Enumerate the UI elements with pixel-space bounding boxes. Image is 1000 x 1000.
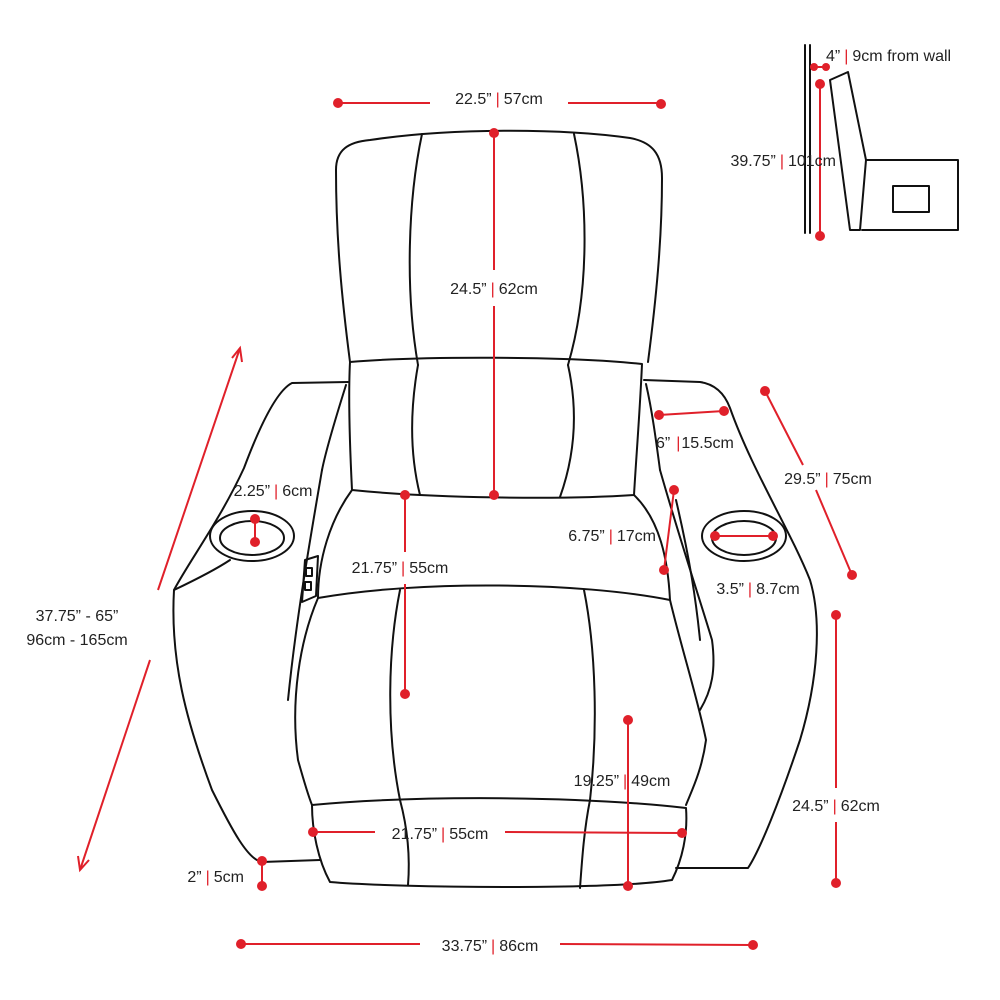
dim-dot xyxy=(815,231,825,241)
dim-dot xyxy=(308,827,318,837)
dim-dot xyxy=(654,410,664,420)
right-arm-front2 xyxy=(675,499,701,641)
left-cupholder-outer xyxy=(209,510,295,562)
dim-line-armrest-top-width xyxy=(658,410,725,416)
seat-cushion xyxy=(317,489,671,601)
seat-seam-right xyxy=(583,589,596,801)
label-seat-height: 19.25”|49cm xyxy=(574,773,671,790)
right-arm-front xyxy=(659,469,715,711)
label-armrest-gap: 6.75”|17cm xyxy=(568,528,656,545)
left-arm-inner xyxy=(321,384,347,471)
dim-line-arm-length-bottom xyxy=(815,489,853,576)
dim-dot xyxy=(831,878,841,888)
dim-dot xyxy=(250,537,260,547)
left-arm xyxy=(172,381,349,863)
dim-arrowhead-bottom xyxy=(77,855,90,873)
dim-line-overall-depth-top xyxy=(157,347,241,591)
seat-seam-left xyxy=(389,589,401,801)
label-side-height: 39.75”|101cm xyxy=(730,153,836,170)
label-overall-width: 33.75”|86cm xyxy=(442,938,539,955)
control-button-2 xyxy=(304,581,312,591)
footrest-seam-left xyxy=(399,799,410,886)
seat-front-right xyxy=(669,599,707,806)
label-arm-length: 29.5”|75cm xyxy=(784,471,872,488)
footrest-seam-right xyxy=(579,799,591,889)
footrest xyxy=(311,797,688,888)
dim-dot xyxy=(257,881,267,891)
label-seat-depth: 21.75”|55cm xyxy=(352,560,449,577)
dim-dot xyxy=(489,490,499,500)
dim-dot xyxy=(677,828,687,838)
dim-dot xyxy=(822,63,830,71)
dim-line-seat-width-right xyxy=(504,831,683,834)
right-cupholder-inner xyxy=(711,520,777,556)
label-arm-height: 24.5”|62cm xyxy=(792,798,880,815)
label-overall-depth-metric: 96cm - 165cm xyxy=(26,632,127,649)
dim-dot xyxy=(847,570,857,580)
dim-dot xyxy=(748,940,758,950)
dim-dot xyxy=(659,565,669,575)
dim-dot xyxy=(719,406,729,416)
side-profile xyxy=(804,44,959,234)
dim-dot xyxy=(768,531,778,541)
label-seat-width: 21.75”|55cm xyxy=(392,826,489,843)
dim-dot xyxy=(400,689,410,699)
dim-dot xyxy=(400,490,410,500)
dim-dot xyxy=(710,531,720,541)
label-floor-clearance: 2”|5cm xyxy=(187,869,244,886)
profile-seat xyxy=(861,159,959,231)
recliner-outline xyxy=(172,129,818,889)
seat-front xyxy=(294,597,319,806)
dim-dot xyxy=(669,485,679,495)
dim-dot xyxy=(623,715,633,725)
right-arm xyxy=(643,379,818,869)
right-cupholder-outer xyxy=(701,510,787,562)
backrest-seam-right xyxy=(559,364,575,498)
dim-dot xyxy=(623,881,633,891)
dim-line-arm-length-top xyxy=(764,390,804,466)
dim-dot xyxy=(810,63,818,71)
dim-line-armrest-gap xyxy=(663,489,675,571)
dim-arrowhead-top xyxy=(231,345,243,363)
dim-line-overall-depth-bottom xyxy=(79,659,151,871)
left-arm-side xyxy=(173,559,231,591)
dim-dot xyxy=(656,99,666,109)
dim-dot xyxy=(250,514,260,524)
dim-line-overall-width-right xyxy=(559,943,754,946)
headrest-seam-left xyxy=(408,133,423,366)
label-headrest-width: 22.5”|57cm xyxy=(455,91,543,108)
dim-dot xyxy=(831,610,841,620)
dimension-labels: 22.5”|57cm 24.5”|62cm 4”|9cm from wall 3… xyxy=(26,48,951,955)
dim-dot xyxy=(760,386,770,396)
dim-dot xyxy=(236,939,246,949)
label-overall-depth-imperial: 37.75” - 65” xyxy=(36,608,119,625)
headrest xyxy=(335,129,663,363)
backrest-seam-left xyxy=(411,364,421,496)
dim-dot xyxy=(257,856,267,866)
label-cupholder-depth: 2.25”|6cm xyxy=(234,483,313,500)
profile-cushion xyxy=(892,185,930,213)
right-arm-inner xyxy=(645,383,661,471)
dim-dot xyxy=(489,128,499,138)
label-armrest-top-width: 6”|15.5cm xyxy=(656,435,734,452)
label-back-height: 24.5”|62cm xyxy=(450,281,538,298)
control-panel xyxy=(301,555,319,603)
dim-dot xyxy=(333,98,343,108)
dimension-lines xyxy=(77,63,857,950)
control-button-1 xyxy=(305,567,313,577)
label-cupholder-diameter: 3.5”|8.7cm xyxy=(716,581,799,598)
backrest xyxy=(348,356,643,499)
headrest-seam-right xyxy=(567,133,586,366)
label-wall-clearance: 4”|9cm from wall xyxy=(826,48,951,65)
profile-back xyxy=(829,71,867,231)
dim-dot xyxy=(815,79,825,89)
